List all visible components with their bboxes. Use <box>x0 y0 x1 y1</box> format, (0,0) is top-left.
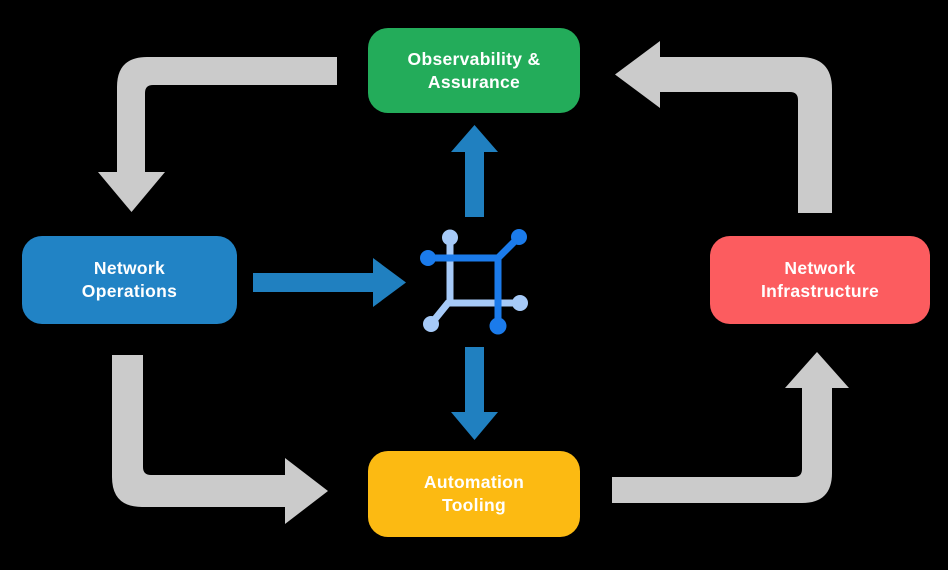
node-network-operations: Network Operations <box>22 236 237 324</box>
mesh-node-bottom-left <box>423 316 439 332</box>
arrow-infrastructure-to-observability <box>615 41 832 213</box>
mesh-node-left <box>420 250 436 266</box>
arrow-center-to-observability <box>451 125 498 217</box>
node-network-infrastructure: Network Infrastructure <box>710 236 930 324</box>
node-automation-tooling: Automation Tooling <box>368 451 580 537</box>
node-observability-assurance: Observability & Assurance <box>368 28 580 113</box>
arrow-observability-to-operations <box>98 57 337 212</box>
arrow-operations-to-center <box>253 258 406 307</box>
node-label: Network Operations <box>81 258 178 301</box>
node-label: Network Infrastructure <box>761 258 879 301</box>
mesh-node-top <box>442 229 458 246</box>
arrow-tooling-to-infrastructure <box>612 352 849 503</box>
node-label: Automation Tooling <box>423 472 525 515</box>
mesh-node-top-right <box>511 229 527 245</box>
mesh-node-bottom <box>489 317 507 335</box>
mesh-node-right <box>512 295 528 311</box>
arrow-operations-to-tooling <box>112 355 328 524</box>
node-label: Observability & Assurance <box>407 48 541 92</box>
network-mesh-icon <box>420 229 528 335</box>
arrow-center-to-tooling <box>451 347 498 440</box>
